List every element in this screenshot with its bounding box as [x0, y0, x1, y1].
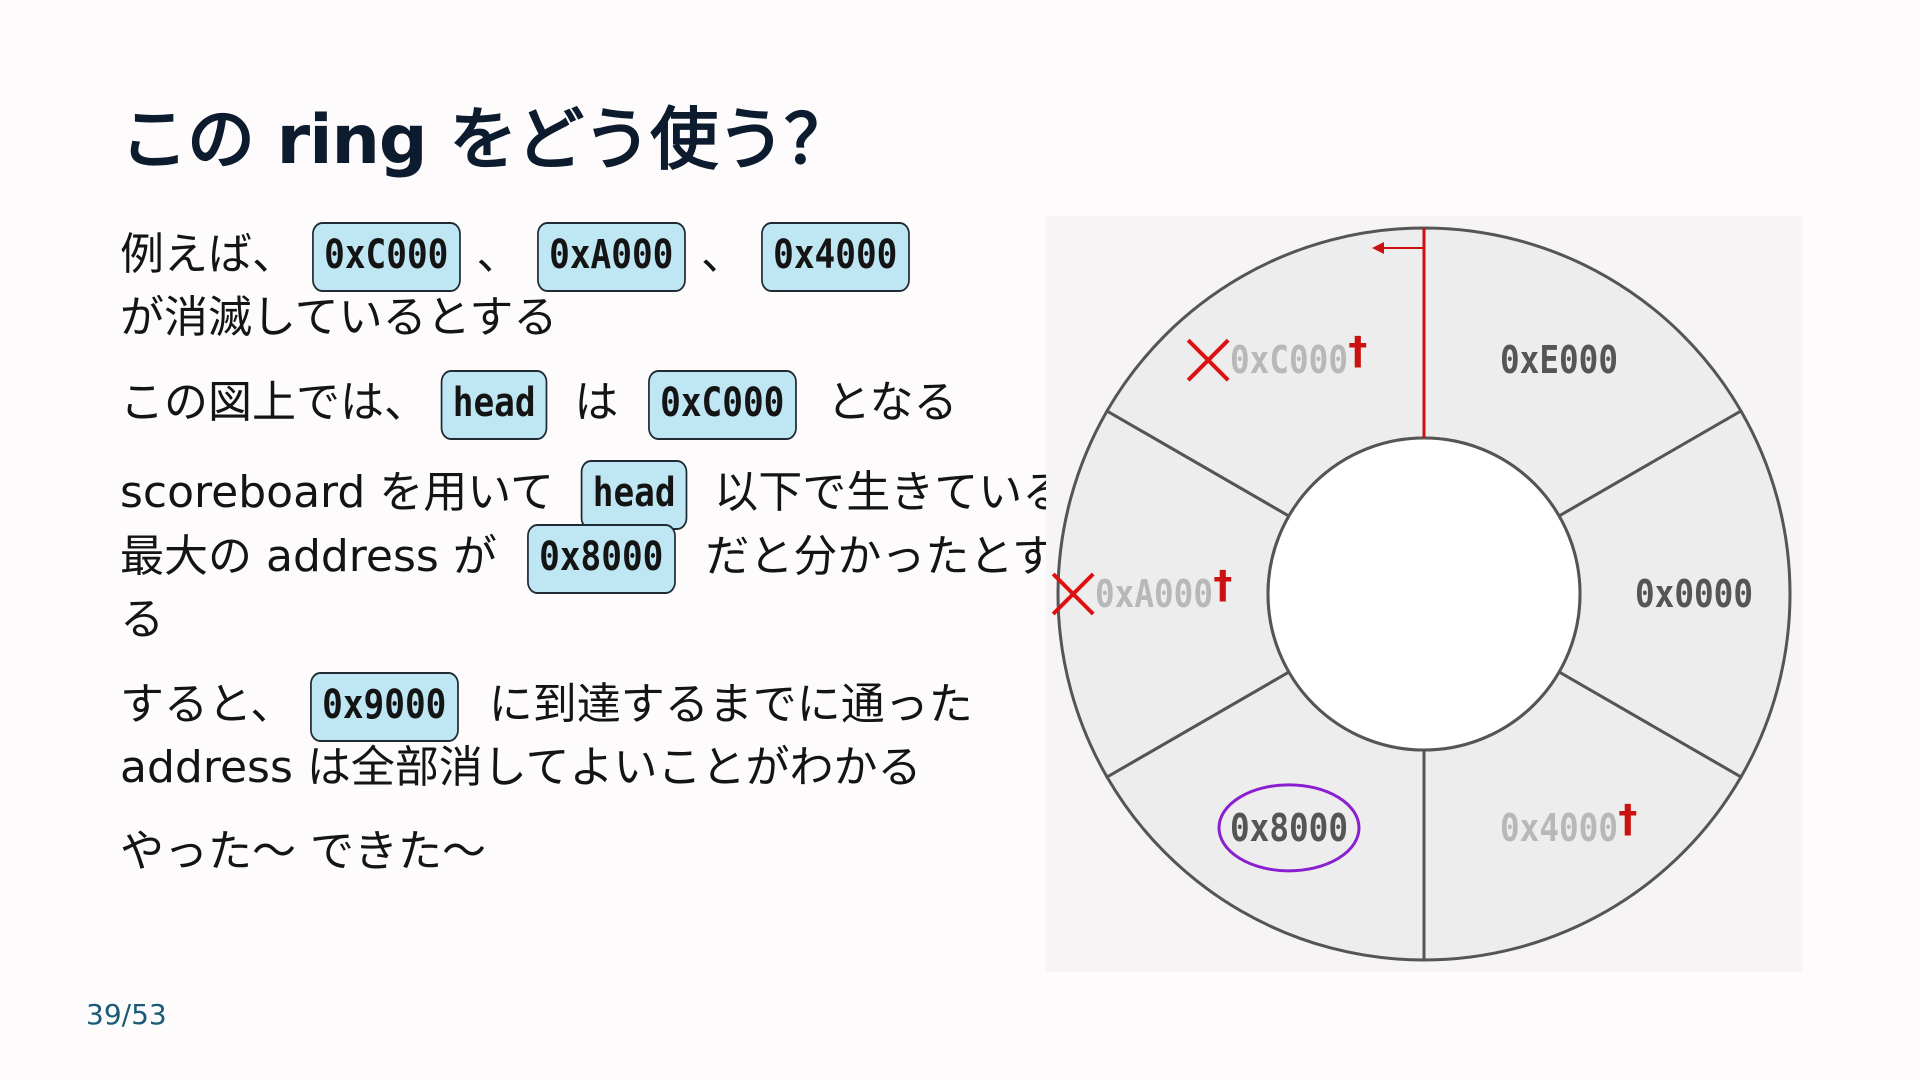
- head-pointer-arrowhead: [1372, 242, 1384, 254]
- slide-title: この ring をどう使う？: [120, 101, 852, 180]
- slide-body: 例えば、 0xC000 、 0xA000 、 0x4000 が消滅しているとする この図上…: [120, 222, 1066, 904]
- paragraph-celebration: やった〜 できた〜: [120, 820, 1040, 884]
- segment-label: 0xE000: [1500, 339, 1618, 383]
- separator-text: 、: [701, 229, 745, 280]
- text-fragment: は: [560, 377, 633, 428]
- ring-hole: [1266, 436, 1582, 752]
- text-fragment: に到達するまでに通った: [474, 679, 973, 730]
- paragraph-line: やった〜 できた〜: [120, 826, 486, 877]
- text-fragment: となる: [812, 377, 958, 428]
- text-fragment: すると、: [120, 679, 295, 730]
- segment-label: 0xA000: [1095, 573, 1213, 617]
- paragraph-line: る: [120, 594, 164, 645]
- page-number: 39/53: [86, 998, 167, 1031]
- paragraph-line: が消滅しているとする: [120, 292, 558, 343]
- segment-label: 0x4000: [1500, 807, 1618, 851]
- dagger-mark: †: [1618, 797, 1637, 841]
- text-fragment: だと分かったとす: [691, 531, 1056, 582]
- dagger-mark: †: [1213, 563, 1232, 607]
- text-fragment: 以下で生きている: [700, 467, 1067, 518]
- paragraph-scoreboard: scoreboard を用いて head 以下で生きている 最大の addres…: [120, 460, 1066, 652]
- code-chip-0x8000: 0x8000: [526, 524, 676, 594]
- code-chip-0xa000: 0xA000: [536, 222, 685, 292]
- code-chip-0x4000: 0x4000: [761, 222, 910, 292]
- paragraph-line: すると、 0x9000 に到達するまでに通った: [120, 672, 1040, 742]
- paragraph-line: 例えば、 0xC000 、 0xA000 、 0x4000: [120, 222, 1040, 292]
- paragraph-example: 例えば、 0xC000 、 0xA000 、 0x4000 が消滅しているとする: [120, 222, 1040, 350]
- code-chip-0xc000: 0xC000: [648, 370, 797, 440]
- code-chip-0x9000: 0x9000: [310, 672, 459, 742]
- text-fragment: この図上では、: [120, 377, 428, 428]
- highlight-circle: [1217, 783, 1361, 873]
- segment-label: 0x8000: [1230, 807, 1348, 851]
- text-fragment: 例えば、: [120, 229, 296, 280]
- segment-label: 0xC000: [1230, 339, 1348, 383]
- paragraph-line: scoreboard を用いて head 以下で生きている: [120, 460, 1066, 530]
- code-chip-head: head: [440, 370, 548, 440]
- text-fragment: 最大の address が: [120, 531, 511, 582]
- paragraph-line: 最大の address が 0x8000 だと分かったとす: [120, 524, 1056, 594]
- paragraph-line: この図上では、head は 0xC000 となる: [120, 370, 1040, 440]
- paragraph-line: address は全部消してよいことがわかる: [120, 742, 922, 793]
- code-chip-0xc000: 0xC000: [312, 222, 461, 292]
- paragraph-conclusion: すると、 0x9000 に到達するまでに通った address は全部消してよいこ…: [120, 672, 1040, 800]
- paragraph-head-position: この図上では、head は 0xC000 となる: [120, 370, 1040, 440]
- segment-label: 0x0000: [1635, 573, 1753, 617]
- cross-mark: [1186, 338, 1230, 382]
- separator-text: 、: [476, 229, 521, 280]
- code-chip-head: head: [580, 460, 688, 530]
- cross-mark: [1051, 572, 1095, 616]
- text-fragment: scoreboard を用いて: [120, 467, 568, 518]
- dagger-mark: †: [1348, 329, 1367, 373]
